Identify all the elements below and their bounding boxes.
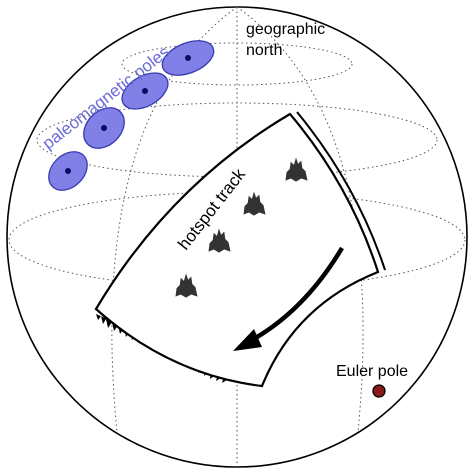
pole-center-dot [185, 55, 191, 61]
geographic-north-label: geographic north [246, 21, 330, 59]
pole-center-dot [142, 88, 148, 94]
paleomagnetic-pole [161, 40, 215, 76]
pole-center-dot [101, 125, 107, 131]
hotspot-track-band [94, 112, 380, 388]
paleomagnetic-pole [48, 151, 88, 191]
meridian-right [236, 7, 364, 461]
motion-arrow [233, 246, 344, 351]
euler-pole-label: Euler pole [336, 363, 408, 380]
pole-center-dot [65, 168, 71, 174]
paleomagnetic-poles [48, 40, 215, 191]
geographic-north-line2: north [246, 42, 282, 59]
meridian-left [111, 7, 238, 461]
arrow-shaft [250, 246, 344, 342]
track-edge-line [296, 111, 386, 271]
arrow-head [233, 329, 262, 351]
paleomagnetic-pole [83, 107, 125, 149]
geographic-north-line1: geographic [246, 21, 325, 38]
euler-pole-marker [372, 384, 386, 398]
paleomagnetic-pole [121, 72, 169, 110]
latitude-line-polar [121, 42, 353, 86]
